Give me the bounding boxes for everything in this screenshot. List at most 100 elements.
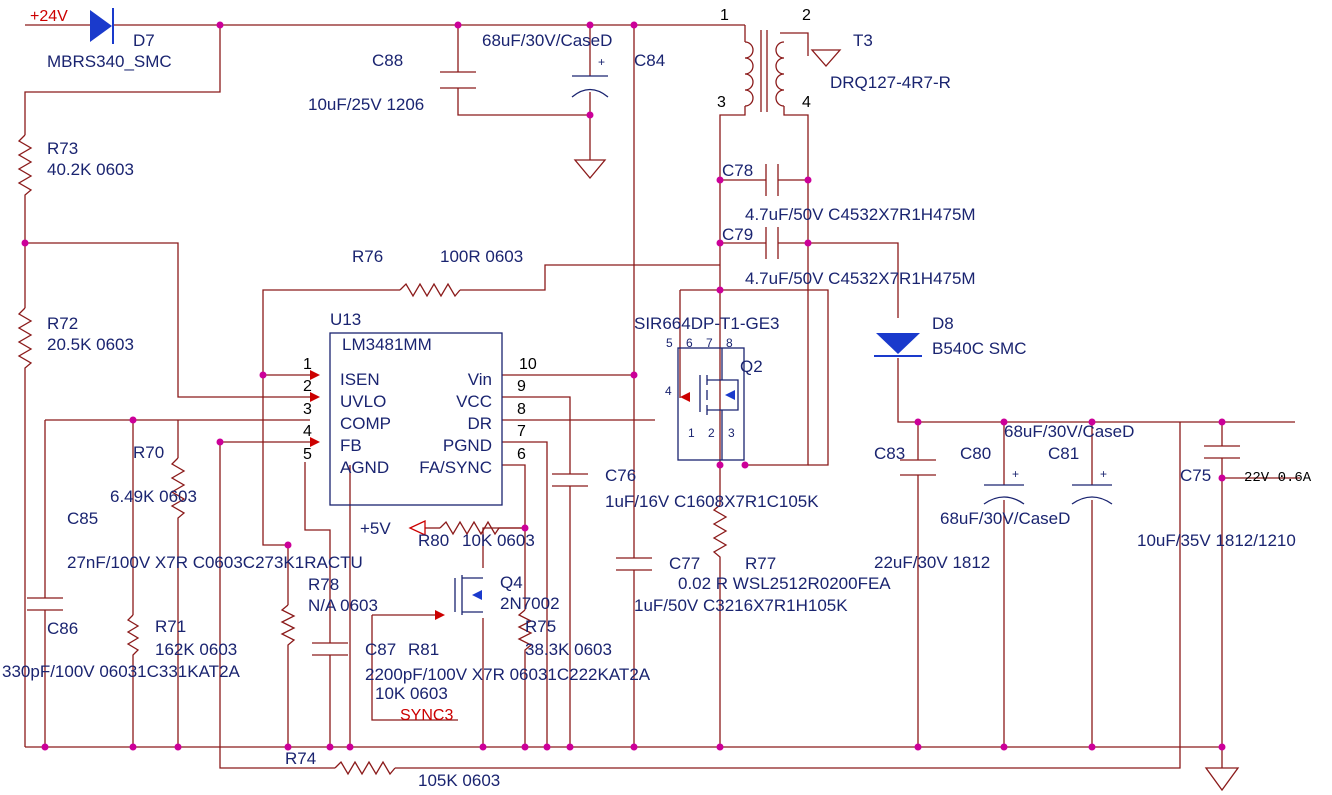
r81-value: 10K 0603 bbox=[375, 684, 448, 703]
u13-pin-2: 2 bbox=[303, 378, 312, 395]
diode-d7 bbox=[90, 8, 114, 44]
svg-text:+: + bbox=[1012, 467, 1019, 481]
c78-ref: C78 bbox=[722, 161, 753, 180]
c80-ref: C80 bbox=[960, 444, 991, 463]
c76-value: 1uF/16V C1608X7R1C105K bbox=[605, 492, 819, 511]
c77-ref: C77 bbox=[669, 554, 700, 573]
resistor-r72 bbox=[17, 307, 33, 370]
resistor-r75 bbox=[517, 609, 533, 655]
junctions bbox=[21, 21, 1226, 751]
q2-pin-8: 8 bbox=[726, 336, 733, 350]
output-rating-note: 22V 0.6A bbox=[1244, 470, 1312, 486]
u13-pin-vin: Vin bbox=[468, 370, 492, 389]
c87-ref: C87 bbox=[365, 640, 396, 659]
u13-pin-7: 7 bbox=[517, 423, 526, 440]
capacitor-c79 bbox=[765, 227, 779, 259]
c83-ref: C83 bbox=[874, 444, 905, 463]
u13-pin-fb: FB bbox=[340, 436, 362, 455]
capacitor-c86 bbox=[27, 597, 63, 611]
c84-value: 68uF/30V/CaseD bbox=[482, 31, 612, 50]
d7-ref: D7 bbox=[133, 31, 155, 50]
u13-pin-8: 8 bbox=[517, 401, 526, 418]
c79-ref: C79 bbox=[722, 225, 753, 244]
mosfet-q4 bbox=[435, 575, 483, 620]
capacitor-c81: + bbox=[1071, 467, 1113, 505]
r72-value: 20.5K 0603 bbox=[47, 335, 134, 354]
c83-value: 22uF/30V 1812 bbox=[874, 553, 990, 572]
t3-pin-2: 2 bbox=[802, 7, 811, 24]
mosfet-q2 bbox=[677, 347, 745, 461]
capacitor-c75 bbox=[1204, 445, 1240, 459]
r70-ref: R70 bbox=[133, 443, 164, 462]
c79-value: 4.7uF/50V C4532X7R1H475M bbox=[745, 269, 976, 288]
capacitor-c80: + bbox=[983, 467, 1025, 505]
resistor-r71 bbox=[126, 614, 140, 660]
u13-pin-isen: ISEN bbox=[340, 370, 380, 389]
capacitor-c77 bbox=[616, 557, 652, 571]
capacitor-c87 bbox=[312, 642, 348, 656]
c81-value: 68uF/30V/CaseD bbox=[1004, 422, 1134, 441]
u13-pin-10: 10 bbox=[519, 356, 537, 373]
resistor-r76 bbox=[399, 282, 461, 298]
q2-pin-6: 6 bbox=[686, 336, 693, 350]
u13-pin-6: 6 bbox=[517, 446, 526, 463]
ic-u13-body bbox=[310, 332, 503, 506]
resistor-r73 bbox=[17, 134, 33, 200]
q2-pin-4: 4 bbox=[665, 384, 672, 398]
q2-pin-7: 7 bbox=[706, 336, 713, 350]
r76-ref: R76 bbox=[352, 247, 383, 266]
svg-text:+: + bbox=[598, 55, 605, 69]
q2-value: SIR664DP-T1-GE3 bbox=[634, 314, 780, 333]
r71-value: 162K 0603 bbox=[155, 640, 237, 659]
c76-ref: C76 bbox=[605, 466, 636, 485]
ground-icon bbox=[573, 159, 607, 180]
r75-ref: R75 bbox=[525, 617, 556, 636]
r76-value: 100R 0603 bbox=[440, 247, 523, 266]
net-label-sync3: SYNC3 bbox=[400, 707, 453, 724]
q4-ref: Q4 bbox=[500, 573, 523, 592]
diode-d8 bbox=[874, 333, 922, 357]
resistor-r77 bbox=[712, 504, 728, 570]
d7-value: MBRS340_SMC bbox=[47, 52, 172, 71]
u13-pin-4: 4 bbox=[303, 423, 312, 440]
u13-pin-uvlo: UVLO bbox=[340, 392, 386, 411]
r74-ref: R74 bbox=[285, 749, 316, 768]
svg-text:+: + bbox=[1100, 467, 1107, 481]
c81-ref: C81 bbox=[1048, 444, 1079, 463]
r81-ref: R81 bbox=[408, 640, 439, 659]
r75-value: 38.3K 0603 bbox=[525, 640, 612, 659]
net-label-5v: +5V bbox=[360, 519, 391, 538]
u13-pin-vcc: VCC bbox=[456, 392, 492, 411]
t3-value: DRQ127-4R7-R bbox=[830, 73, 951, 92]
c78-value: 4.7uF/50V C4532X7R1H475M bbox=[745, 205, 976, 224]
resistor-r80 bbox=[439, 520, 505, 536]
q2-pin-3: 3 bbox=[728, 426, 735, 440]
t3-pin-3: 3 bbox=[717, 94, 726, 111]
ground-icon bbox=[1204, 767, 1240, 792]
t3-pin-4: 4 bbox=[802, 94, 811, 111]
c80-value: 68uF/30V/CaseD bbox=[940, 509, 1070, 528]
q4-value: 2N7002 bbox=[500, 594, 560, 613]
capacitor-c88 bbox=[440, 71, 476, 89]
u13-pin-dr: DR bbox=[467, 414, 492, 433]
r74-value: 105K 0603 bbox=[418, 771, 500, 790]
d8-value: B540C SMC bbox=[932, 339, 1026, 358]
t3-pin-1: 1 bbox=[720, 7, 729, 24]
c84-ref: C84 bbox=[634, 51, 665, 70]
c85-value: 27nF/100V X7R C0603C273K1RACTU bbox=[67, 553, 363, 572]
r78-ref: R78 bbox=[308, 575, 339, 594]
r72-ref: R72 bbox=[47, 314, 78, 333]
capacitor-c78 bbox=[765, 164, 779, 196]
u13-pin-comp: COMP bbox=[340, 414, 391, 433]
q2-ref: Q2 bbox=[740, 357, 763, 376]
capacitor-c76 bbox=[552, 473, 588, 487]
c75-ref: C75 bbox=[1180, 466, 1211, 485]
power-flag-icon bbox=[408, 519, 426, 537]
u13-pin-1: 1 bbox=[303, 356, 312, 373]
u13-pin-5: 5 bbox=[303, 446, 312, 463]
c86-ref: C86 bbox=[47, 619, 78, 638]
r80-value: 10K 0603 bbox=[462, 531, 535, 550]
q2-pin-1: 1 bbox=[688, 426, 695, 440]
u13-ref: U13 bbox=[330, 310, 361, 329]
u13-pin-3: 3 bbox=[303, 401, 312, 418]
